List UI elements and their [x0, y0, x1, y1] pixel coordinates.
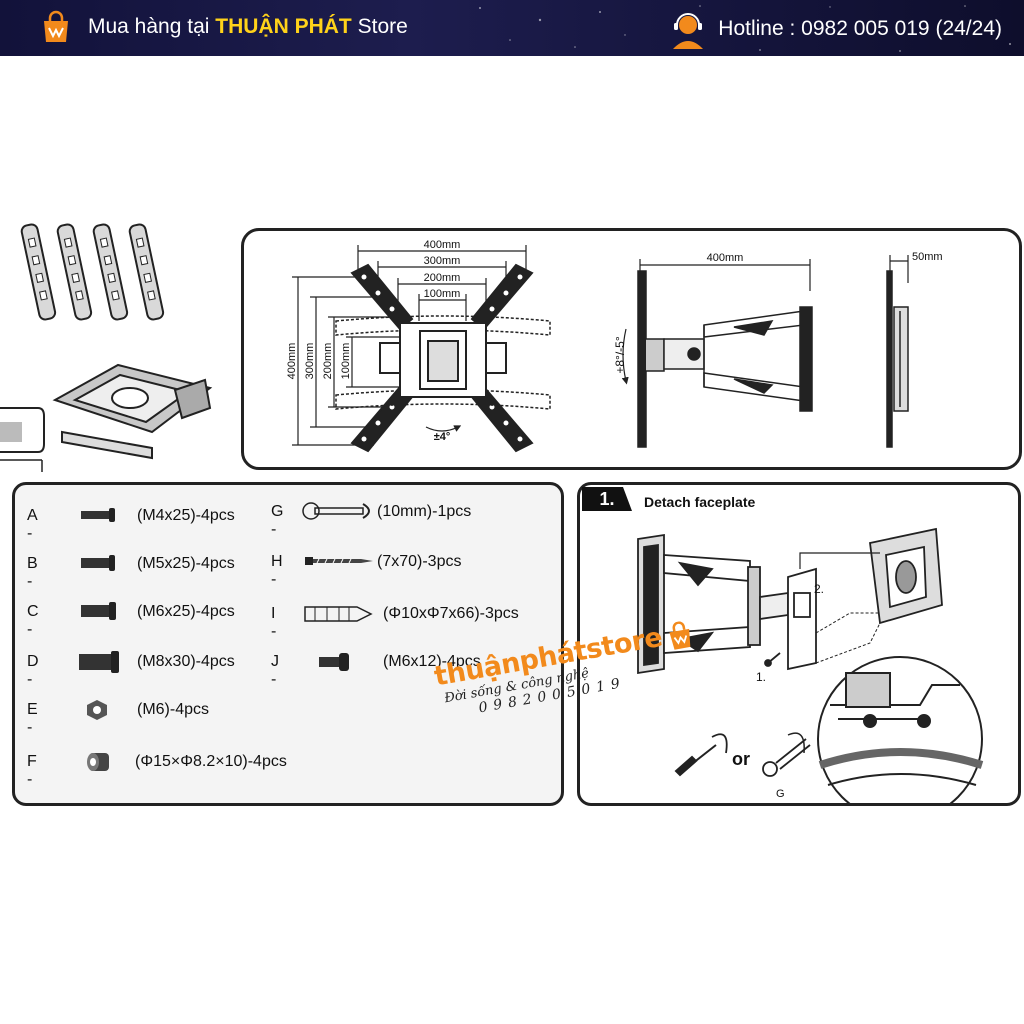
detail-zoom-circle: [817, 656, 984, 803]
part-spec: (Φ10xΦ7x66)-3pcs: [383, 605, 519, 622]
parts-list-panel: A - (M4x25)-4pcs B - (M5x25)-4pcs C - (M…: [12, 482, 564, 806]
starfield-background: [479, 5, 1011, 52]
screwdriver-icon: [674, 733, 728, 777]
part-letter: J -: [271, 653, 279, 688]
part-spec: (10mm)-1pcs: [377, 503, 472, 520]
depth-label: 50mm: [912, 251, 943, 263]
height-300-label: 300mm: [304, 343, 316, 380]
width-400-label: 400mm: [424, 239, 461, 251]
wall-anchor-icon: [304, 606, 373, 622]
part-letter: E -: [27, 701, 38, 736]
wall-rails: [20, 223, 165, 321]
part-letter: B -: [27, 555, 38, 590]
side-view: [621, 259, 813, 448]
header-promo: Mua hàng tại THUẬN PHÁT Store: [38, 10, 408, 44]
height-dimension-lines: [292, 276, 404, 446]
part-spec: (Φ15×Φ8.2×10)-4pcs: [135, 753, 287, 770]
step-number-badge: 1.: [582, 487, 632, 511]
front-view: [292, 245, 551, 453]
or-label: or: [732, 749, 750, 769]
step-1-panel: 1. Detach faceplate 2. 1.: [577, 482, 1021, 806]
screw-m5-icon: [81, 555, 115, 571]
wrench-label: G: [776, 788, 785, 800]
part-spec: (7x70)-3pcs: [377, 553, 462, 570]
dimensions-panel: 400mm 300mm 200mm 100mm 400mm 300mm 200m…: [241, 228, 1022, 470]
part-spec: (M5x25)-4pcs: [137, 555, 235, 572]
width-300-label: 300mm: [424, 255, 461, 267]
nut-icon: [87, 700, 107, 720]
rotation-label: ±4°: [434, 431, 451, 443]
part-letter: G -: [271, 503, 284, 538]
part-spec: (M6x12)-4pcs: [383, 653, 481, 670]
height-200-label: 200mm: [322, 343, 334, 380]
part-letter: F -: [27, 753, 37, 788]
step-title: Detach faceplate: [644, 494, 756, 510]
part-letter: H -: [271, 553, 283, 588]
width-200-label: 200mm: [424, 272, 461, 284]
mount-parts-illustration: [0, 223, 213, 472]
screw-m6-icon: [81, 602, 116, 620]
hotline-block: Hotline : 0982 005 019 (24/24): [668, 9, 1002, 49]
part-letter: D -: [27, 653, 39, 688]
support-agent-icon: [673, 13, 704, 49]
height-100-label: 100mm: [340, 343, 352, 380]
screw-m8-icon: [79, 651, 119, 673]
wrench-tool-icon: [762, 732, 811, 777]
part-spec: (M6x25)-4pcs: [137, 603, 235, 620]
screw-m6x12-icon: [319, 653, 349, 671]
detach-faceplate-illustration: 2. 1. or G: [637, 527, 984, 803]
store-watermark: thuậnphátstore Đời sống & công nghệ 0982…: [432, 616, 701, 723]
height-400-label: 400mm: [286, 343, 298, 380]
hotline-text: Hotline : 0982 005 019 (24/24): [718, 17, 1002, 40]
tilt-label: +8°/-5°: [613, 336, 627, 373]
callout-2: 2.: [814, 582, 824, 596]
callout-1: 1.: [756, 670, 766, 684]
part-spec: (M8x30)-4pcs: [137, 653, 235, 670]
width-100-label: 100mm: [424, 288, 461, 300]
center-plate: [379, 322, 507, 398]
wrench-icon: [302, 502, 370, 520]
screw-m4-icon: [81, 508, 115, 522]
part-spec: (M4x25)-4pcs: [137, 507, 235, 524]
promo-text: Mua hàng tại THUẬN PHÁT Store: [88, 15, 408, 38]
part-letter: A -: [27, 507, 37, 542]
part-letter: C -: [27, 603, 39, 638]
side-width-label: 400mm: [707, 252, 744, 264]
shopping-bag-icon: [44, 10, 68, 42]
lag-bolt-icon: [305, 557, 373, 565]
faceplate-isometric: [52, 363, 213, 460]
shopping-bag-logo-icon: [669, 621, 690, 650]
depth-view: [886, 255, 909, 448]
cropped-thumbnail: [0, 422, 22, 442]
faceplate-arms: [350, 263, 534, 453]
detaching-bracket: [787, 567, 817, 671]
dimensions-diagram: 400mm 300mm 200mm 100mm 400mm 300mm 200m…: [286, 239, 943, 453]
front-view-labels: 400mm 300mm 200mm 100mm 400mm 300mm 200m…: [286, 239, 460, 443]
brand-name: THUẬN PHÁT: [215, 15, 352, 38]
header-bar: Mua hàng tại THUẬN PHÁT Store Hotline : …: [0, 0, 1024, 56]
part-spec: (M6)-4pcs: [137, 701, 210, 718]
part-letter: I -: [271, 605, 277, 640]
spacer-icon: [87, 753, 109, 771]
